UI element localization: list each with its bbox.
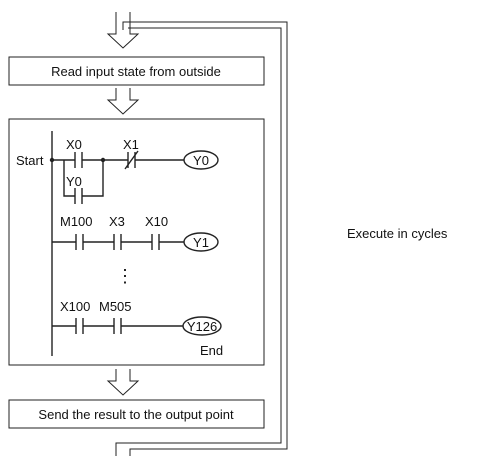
read-input-label: Read input state from outside xyxy=(51,64,221,79)
rung1-coil xyxy=(183,150,219,170)
rung2-contact1-label: M100 xyxy=(60,214,93,229)
rung-ellipsis: ⋮ xyxy=(116,266,134,286)
top-hollow-arrow xyxy=(106,12,140,49)
cycle-return-line-outer xyxy=(115,27,282,456)
cycle-return-line xyxy=(122,21,288,456)
rung1-parallel-contact xyxy=(74,188,83,204)
rung2-contact2 xyxy=(113,234,122,250)
rung3-contact1-label: X100 xyxy=(60,299,90,314)
rung3-coil-label: Y126 xyxy=(187,319,217,334)
rung1-contact1-label: X0 xyxy=(66,137,82,152)
rung2-coil xyxy=(183,232,219,252)
send-result-box xyxy=(8,399,265,429)
rung3-contact1 xyxy=(75,318,84,334)
rung2-contact3 xyxy=(151,234,160,250)
rung1-coil-label: Y0 xyxy=(193,153,209,168)
rung2-contact3-label: X10 xyxy=(145,214,168,229)
rung2-contact2-label: X3 xyxy=(109,214,125,229)
cycle-label: Execute in cycles xyxy=(347,226,448,241)
rung3-contact2 xyxy=(113,318,122,334)
arrow-ladder-to-send xyxy=(106,369,140,396)
rung2-contact1 xyxy=(75,234,84,250)
rung3-coil xyxy=(182,316,222,336)
read-input-box xyxy=(8,56,265,86)
arrow-read-to-ladder xyxy=(106,88,140,115)
rung1-contact2-label: X1 xyxy=(123,137,139,152)
start-label: Start xyxy=(16,153,44,168)
rung2-coil-label: Y1 xyxy=(193,235,209,250)
rung1-contact1 xyxy=(74,152,83,168)
end-label: End xyxy=(200,343,223,358)
rung1-parallel-label: Y0 xyxy=(66,174,82,189)
ladder-program-box xyxy=(8,118,265,366)
rung3-contact2-label: M505 xyxy=(99,299,132,314)
send-result-label: Send the result to the output point xyxy=(38,407,234,422)
